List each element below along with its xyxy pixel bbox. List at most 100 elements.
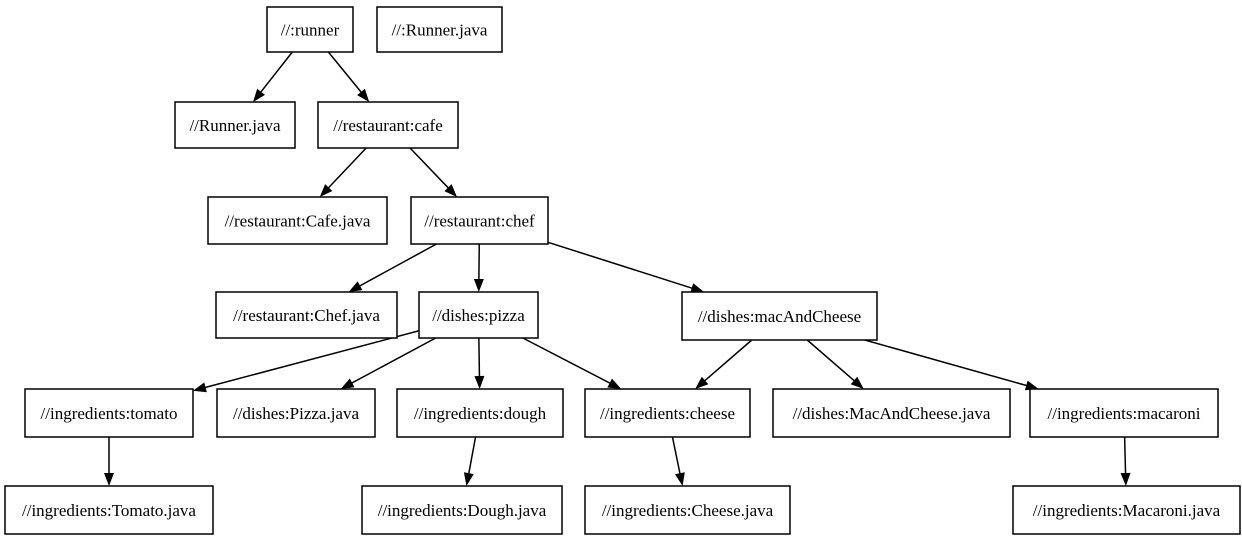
graph-node-label-dough: //ingredients:dough	[414, 404, 547, 423]
graph-node-pizza: //dishes:pizza	[418, 291, 539, 339]
arrowhead-icon	[473, 278, 484, 292]
graph-node-cheese: //ingredients:cheese	[584, 388, 751, 438]
graph-node-box-dough	[396, 388, 564, 438]
graph-node-macaroni: //ingredients:macaroni	[1029, 388, 1219, 438]
graph-edge-chef--pizza	[473, 243, 484, 292]
nodes-layer: //:runner //:Runner.java //Runner.java //re…	[4, 6, 1241, 535]
graph-node-label-dough-java: //ingredients:Dough.java	[378, 501, 547, 520]
edge-line	[327, 51, 363, 94]
graph-edge-mac-and-cheese--macaroni	[864, 339, 1039, 391]
graph-node-chef-java: //restaurant:Chef.java	[215, 291, 398, 339]
edge-line	[703, 339, 753, 383]
arrowhead-icon	[1024, 380, 1039, 391]
graph-node-runner-java: //Runner.java	[174, 101, 296, 149]
arrowhead-icon	[444, 184, 457, 197]
graph-node-box-mac-and-cheese-java	[772, 388, 1011, 438]
graph-node-box-pizza	[418, 291, 539, 339]
graph-edge-chef--chef-java	[348, 243, 437, 292]
graph-edge-chef--mac-and-cheese	[547, 241, 705, 293]
graph-edge-cafe--chef	[409, 147, 457, 197]
edge-line	[409, 147, 450, 190]
graph-node-box-tomato	[24, 388, 194, 438]
edge-line	[259, 51, 293, 94]
graph-node-box-pizza-java	[216, 388, 376, 438]
arrowhead-icon	[675, 472, 685, 486]
graph-edge-mac-and-cheese--mac-and-cheese-java	[806, 339, 864, 389]
graph-node-label-runner-java: //Runner.java	[189, 116, 281, 135]
graph-node-box-chef-java	[215, 291, 398, 339]
arrowhead-icon	[463, 472, 474, 486]
graph-node-box-cheese-java	[584, 485, 791, 535]
graph-node-box-mac-and-cheese	[681, 291, 878, 341]
edge-line	[522, 337, 612, 385]
edge-line	[671, 436, 682, 476]
graph-node-box-tomato-java	[4, 485, 214, 535]
arrowhead-icon	[607, 378, 622, 389]
arrowhead-icon	[474, 375, 485, 389]
graph-node-pizza-java: //dishes:Pizza.java	[216, 388, 376, 438]
graph-node-mac-and-cheese-java: //dishes:MacAndCheese.java	[772, 388, 1011, 438]
graph-node-label-cafe: //restaurant:cafe	[333, 116, 443, 135]
graph-node-runner: //:runner	[266, 6, 354, 53]
edge-line	[350, 337, 437, 385]
graph-edge-runner--cafe	[327, 51, 370, 102]
graph-edge-mac-and-cheese--cheese	[695, 339, 753, 389]
arrowhead-icon	[104, 473, 114, 486]
arrowhead-icon	[695, 376, 709, 389]
graph-node-box-macaroni	[1029, 388, 1219, 438]
graph-node-dough-java: //ingredients:Dough.java	[361, 485, 563, 535]
graph-edge-pizza--cheese	[522, 337, 622, 389]
graph-node-label-macaroni: //ingredients:macaroni	[1048, 404, 1201, 423]
arrowhead-icon	[850, 376, 864, 389]
arrowhead-icon	[319, 184, 333, 197]
graph-node-mac-and-cheese: //dishes:macAndCheese	[681, 291, 878, 341]
edge-line	[467, 436, 477, 476]
graph-edge-tomato--tomato-java	[104, 437, 114, 486]
graph-node-label-tomato-java: //ingredients:Tomato.java	[22, 501, 196, 520]
graph-node-cafe: //restaurant:cafe	[317, 101, 459, 149]
graph-node-cheese-java: //ingredients:Cheese.java	[584, 485, 791, 535]
arrowhead-icon	[193, 382, 207, 393]
graph-node-box-cafe	[317, 101, 459, 149]
arrowhead-icon	[340, 378, 355, 389]
graph-node-box-runner	[266, 6, 354, 53]
graph-node-label-macaroni-java: //ingredients:Macaroni.java	[1033, 501, 1221, 520]
graph-node-runner-java-src: //:Runner.java	[376, 6, 503, 53]
edge-line	[1123, 436, 1127, 476]
graph-node-box-runner-java	[174, 101, 296, 149]
graph-edge-pizza--dough	[474, 337, 485, 389]
edge-line	[864, 339, 1029, 387]
graph-node-macaroni-java: //ingredients:Macaroni.java	[1012, 485, 1241, 535]
edge-line	[326, 147, 367, 190]
graph-node-label-mac-and-cheese: //dishes:macAndCheese	[698, 307, 861, 326]
graph-node-label-pizza: //dishes:pizza	[432, 306, 525, 325]
graph-node-box-macaroni-java	[1012, 485, 1241, 535]
graph-node-label-chef: //restaurant:chef	[424, 212, 535, 231]
arrowhead-icon	[1120, 472, 1131, 486]
graph-node-cafe-java: //restaurant:Cafe.java	[207, 196, 388, 245]
edges-layer	[104, 51, 1131, 486]
edge-line	[203, 330, 420, 389]
graph-edge-cafe--cafe-java	[319, 147, 367, 197]
graph-edge-runner--runner-java	[253, 51, 293, 102]
graph-node-label-pizza-java: //dishes:Pizza.java	[233, 404, 360, 423]
graph-node-box-cheese	[584, 388, 751, 438]
graph-edge-dough--dough-java	[463, 436, 477, 486]
arrowhead-icon	[357, 88, 370, 102]
graph-node-tomato: //ingredients:tomato	[24, 388, 194, 438]
arrowhead-icon	[690, 283, 705, 293]
graph-node-label-cafe-java: //restaurant:Cafe.java	[225, 212, 371, 231]
graph-node-chef: //restaurant:chef	[410, 196, 549, 245]
graph-edge-macaroni--macaroni-java	[1120, 436, 1131, 486]
graph-edge-pizza--tomato	[193, 330, 420, 393]
arrowhead-icon	[348, 281, 363, 292]
graph-node-label-runner-java-src: //:Runner.java	[392, 21, 488, 40]
graph-node-label-cheese: //ingredients:cheese	[600, 404, 735, 423]
graph-node-box-runner-java-src	[376, 6, 503, 53]
graph-node-box-chef	[410, 196, 549, 245]
graph-node-tomato-java: //ingredients:Tomato.java	[4, 485, 214, 535]
graph-node-box-dough-java	[361, 485, 563, 535]
edge-line	[806, 339, 856, 383]
graph-node-label-runner: //:runner	[281, 21, 340, 40]
